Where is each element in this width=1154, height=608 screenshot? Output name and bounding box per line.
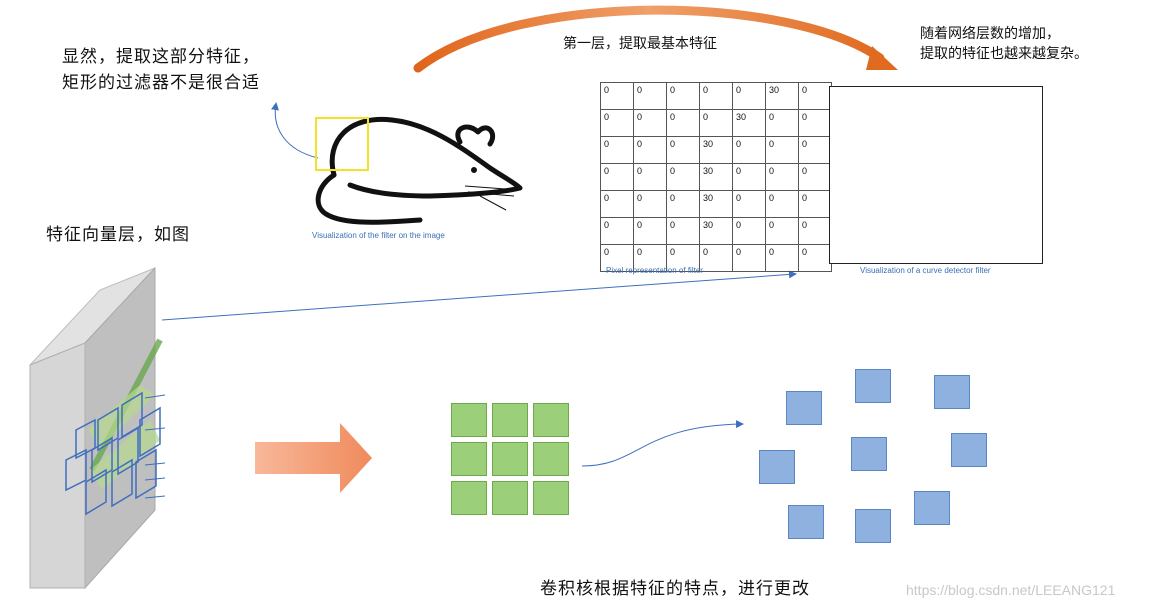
deeper-layers-note: 随着网络层数的增加， 提取的特征也越来越复杂。	[920, 24, 1088, 64]
mouse-drawing	[315, 116, 523, 225]
pixel-cell: 0	[765, 109, 799, 137]
pixel-cell: 30	[699, 190, 733, 218]
pixel-cell: 0	[798, 217, 832, 245]
pixel-cell: 0	[633, 244, 667, 272]
scattered-kernel-cell	[759, 450, 795, 484]
kernel-cell	[451, 442, 487, 476]
kernel-cell	[533, 481, 569, 515]
scattered-kernel-cell	[788, 505, 824, 539]
rect-filter-note-line2: 矩形的过滤器不是很合适	[62, 73, 260, 93]
pixel-cell: 0	[666, 163, 700, 191]
scattered-kernel-cell	[914, 491, 950, 525]
whiskers	[464, 185, 521, 211]
pixel-cell: 0	[765, 190, 799, 218]
curve-caption: Visualization of a curve detector filter	[860, 266, 991, 275]
pixel-cell: 0	[798, 82, 832, 110]
kernel-cell	[451, 481, 487, 515]
connector-line-to-filter	[161, 270, 797, 321]
pixel-cell: 0	[765, 244, 799, 272]
pixel-caption: Pixel representation of filter	[606, 266, 703, 275]
pixel-cell: 0	[633, 217, 667, 245]
pixel-cell: 0	[699, 109, 733, 137]
pixel-cell: 0	[600, 217, 634, 245]
pixel-cell: 0	[633, 190, 667, 218]
pixel-cell: 0	[600, 190, 634, 218]
pixel-cell: 0	[666, 190, 700, 218]
pixel-cell: 0	[666, 109, 700, 137]
pixel-cell: 0	[600, 136, 634, 164]
pixel-cell: 0	[798, 244, 832, 272]
kernel-cell	[533, 442, 569, 476]
pixel-cell: 0	[732, 82, 766, 110]
rect-filter-note-line1: 显然，提取这部分特征，	[62, 47, 260, 67]
pixel-cell: 0	[798, 109, 832, 137]
kernel-cell	[533, 403, 569, 437]
pixel-cell: 0	[666, 82, 700, 110]
pixel-cell: 0	[699, 244, 733, 272]
pixel-cell: 0	[600, 109, 634, 137]
pixel-cell: 0	[765, 217, 799, 245]
pixel-cell: 0	[732, 217, 766, 245]
pixel-cell: 0	[633, 109, 667, 137]
curved-arrow-orange	[413, 5, 898, 73]
filter-highlight-box	[315, 117, 369, 171]
big-right-arrow	[255, 423, 372, 493]
rect-filter-note: 显然，提取这部分特征， 矩形的过滤器不是很合适	[62, 44, 260, 96]
pixel-cell: 0	[732, 244, 766, 272]
first-layer-note: 第一层，提取最基本特征	[563, 36, 717, 52]
scattered-kernel-cell	[855, 509, 891, 543]
kernel-cell	[492, 403, 528, 437]
watermark: https://blog.csdn.net/LEEANG121	[906, 582, 1116, 598]
pixel-cell: 0	[765, 163, 799, 191]
pixel-cell: 0	[633, 163, 667, 191]
scattered-kernel-cell	[786, 391, 822, 425]
pixel-cell: 0	[732, 190, 766, 218]
scattered-kernel-cell	[855, 369, 891, 403]
feature-vector-note: 特征向量层，如图	[46, 225, 190, 245]
pixel-cell: 0	[600, 82, 634, 110]
mouse-caption: Visualization of the filter on the image	[312, 231, 445, 240]
pixel-cell: 0	[699, 82, 733, 110]
pixel-cell: 0	[732, 136, 766, 164]
scattered-kernel-cell	[951, 433, 987, 467]
pixel-cell: 30	[732, 109, 766, 137]
pixel-cell: 0	[798, 163, 832, 191]
pixel-cell: 0	[633, 82, 667, 110]
pixel-cell: 0	[600, 244, 634, 272]
pixel-cell: 0	[798, 136, 832, 164]
pixel-cell: 0	[798, 190, 832, 218]
scattered-kernel-cell	[851, 437, 887, 471]
deeper-layers-line2: 提取的特征也越来越复杂。	[920, 46, 1088, 62]
pixel-cell: 0	[666, 217, 700, 245]
deeper-layers-line1: 随着网络层数的增加，	[920, 26, 1060, 42]
kernel-cell	[492, 442, 528, 476]
pixel-cell: 0	[765, 136, 799, 164]
pixel-cell: 0	[666, 136, 700, 164]
kernel-cell	[492, 481, 528, 515]
pixel-cell: 30	[765, 82, 799, 110]
pixel-cell: 30	[699, 217, 733, 245]
pointer-arrow-note	[271, 102, 319, 159]
curve-detector-frame	[829, 86, 1043, 264]
scattered-kernel-cell	[934, 375, 970, 409]
pixel-cell: 0	[633, 136, 667, 164]
feature-layer-slab	[29, 266, 166, 590]
pixel-cell: 0	[732, 163, 766, 191]
connector-curve-to-scattered	[581, 420, 744, 467]
pixel-cell: 30	[699, 163, 733, 191]
pixel-cell: 0	[600, 163, 634, 191]
pixel-cell: 30	[699, 136, 733, 164]
kernel-update-note: 卷积核根据特征的特点，进行更改	[540, 579, 810, 599]
kernel-cell	[451, 403, 487, 437]
